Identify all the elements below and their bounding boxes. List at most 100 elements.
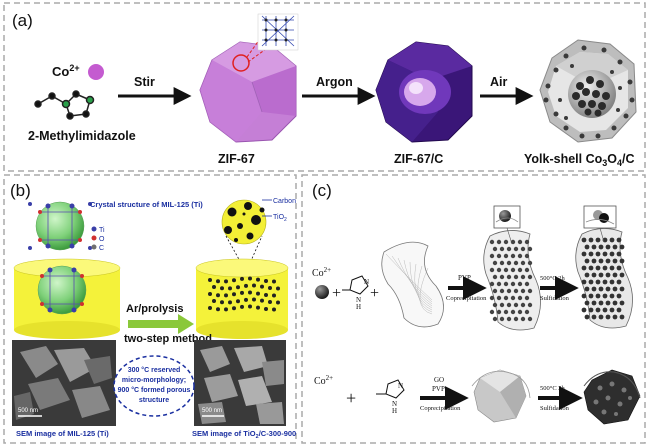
graphene-texture-line xyxy=(391,255,433,303)
sem-left-caption: SEM image of MIL-125 (Ti) xyxy=(16,429,109,438)
texture-dot xyxy=(244,283,248,288)
texture-dot xyxy=(616,265,622,271)
texture-dot xyxy=(503,309,509,315)
texture-dot xyxy=(591,286,597,292)
texture-dot xyxy=(619,258,625,264)
texture-dot xyxy=(499,288,505,294)
texture-dot xyxy=(228,300,232,305)
texture-dot xyxy=(595,307,601,313)
texture-dot xyxy=(268,299,272,304)
yolk-shell-label: Yolk-shell Co3O4/C xyxy=(524,152,635,168)
texture-dot xyxy=(496,281,502,287)
texture-dot xyxy=(588,237,594,243)
texture-dot xyxy=(510,281,516,287)
zif67-carbon-crystal xyxy=(375,41,473,143)
texture-dot xyxy=(513,274,519,280)
zif67-framework-inset xyxy=(257,13,299,51)
texture-dot xyxy=(256,291,260,296)
texture-dot xyxy=(513,316,519,322)
panel-c-label: (c) xyxy=(312,181,332,200)
texture-dot xyxy=(612,244,618,250)
texture-dot xyxy=(513,246,519,252)
texture-dot xyxy=(232,306,236,311)
texture-dot xyxy=(499,316,505,322)
graphene-texture-line xyxy=(419,267,433,315)
texture-dot xyxy=(517,281,523,287)
texture-dot xyxy=(499,246,505,252)
texture-dot xyxy=(276,300,280,305)
texture-dot xyxy=(595,265,601,271)
texture-dot xyxy=(595,251,601,257)
texture-dot xyxy=(216,279,220,284)
texture-dot xyxy=(499,302,505,308)
texture-dot xyxy=(264,292,268,297)
texture-dot xyxy=(240,290,244,295)
texture-dot xyxy=(619,286,625,292)
texture-dot xyxy=(517,253,523,259)
texture-dot xyxy=(220,300,224,305)
texture-dot xyxy=(612,300,618,306)
mil125-crystal-sphere xyxy=(28,201,92,251)
linker-label: 2-Methylimidazole xyxy=(28,129,136,143)
texture-dot xyxy=(609,237,615,243)
process-arrow-head xyxy=(178,314,194,334)
texture-dot xyxy=(581,293,587,299)
texture-dot xyxy=(489,295,495,301)
svg-text:H: H xyxy=(392,407,397,415)
texture-dot xyxy=(612,314,618,320)
texture-dot xyxy=(616,251,622,257)
texture-dot xyxy=(513,260,519,266)
texture-dot xyxy=(216,307,220,312)
texture-dot xyxy=(506,316,512,322)
texture-dot xyxy=(503,239,509,245)
texture-dot xyxy=(581,251,587,257)
texture-dot xyxy=(212,285,216,289)
texture-dot xyxy=(503,253,509,259)
row1-step1-bottom: Coprecipitation xyxy=(446,295,487,302)
row1-step2-top: 500°C 2h xyxy=(540,275,566,282)
texture-dot xyxy=(588,251,594,257)
texture-dot xyxy=(524,267,530,273)
texture-dot xyxy=(524,309,530,315)
texture-dot xyxy=(595,293,601,299)
texture-dot xyxy=(248,290,252,295)
cobalt-ion-label: Co2+ xyxy=(52,63,80,79)
yolk-shell-particle xyxy=(539,39,637,143)
note-line2: micro-morphology; xyxy=(122,377,186,384)
row1-step2-bottom: Sulfidation xyxy=(540,295,570,302)
texture-dot xyxy=(506,246,512,252)
texture-dot xyxy=(517,267,523,273)
texture-dot xyxy=(619,314,625,320)
note-line1: 300 °C reserved xyxy=(128,366,181,374)
texture-dot xyxy=(506,302,512,308)
texture-dot xyxy=(520,316,526,322)
svg-text:O: O xyxy=(99,236,105,243)
texture-dot xyxy=(605,272,611,278)
texture-dot xyxy=(591,244,597,250)
texture-dot xyxy=(527,302,533,308)
scale-bar-left: 500 nm xyxy=(18,408,38,414)
texture-dot xyxy=(268,285,272,290)
element-legend: Ti O C xyxy=(91,226,105,252)
texture-dot xyxy=(609,251,615,257)
texture-dot xyxy=(510,253,516,259)
crystal-structure-caption: Crystal structure of MIL-125 (Ti) xyxy=(90,200,203,209)
texture-dot xyxy=(598,244,604,250)
texture-dot xyxy=(619,272,625,278)
texture-dot xyxy=(588,265,594,271)
texture-dot xyxy=(220,286,224,291)
texture-dot xyxy=(581,279,587,285)
texture-dot xyxy=(616,237,622,243)
texture-dot xyxy=(584,300,590,306)
texture-dot xyxy=(236,285,240,290)
texture-dot xyxy=(517,309,523,315)
texture-dot xyxy=(208,278,212,282)
texture-dot xyxy=(489,267,495,273)
texture-dot xyxy=(492,288,498,294)
texture-dot xyxy=(609,265,615,271)
texture-dot xyxy=(602,293,608,299)
note-line3: 900 °C formed porous xyxy=(118,386,191,394)
row2-imidazole xyxy=(376,379,405,399)
texture-dot xyxy=(619,300,625,306)
graphene-sheet xyxy=(381,241,444,328)
